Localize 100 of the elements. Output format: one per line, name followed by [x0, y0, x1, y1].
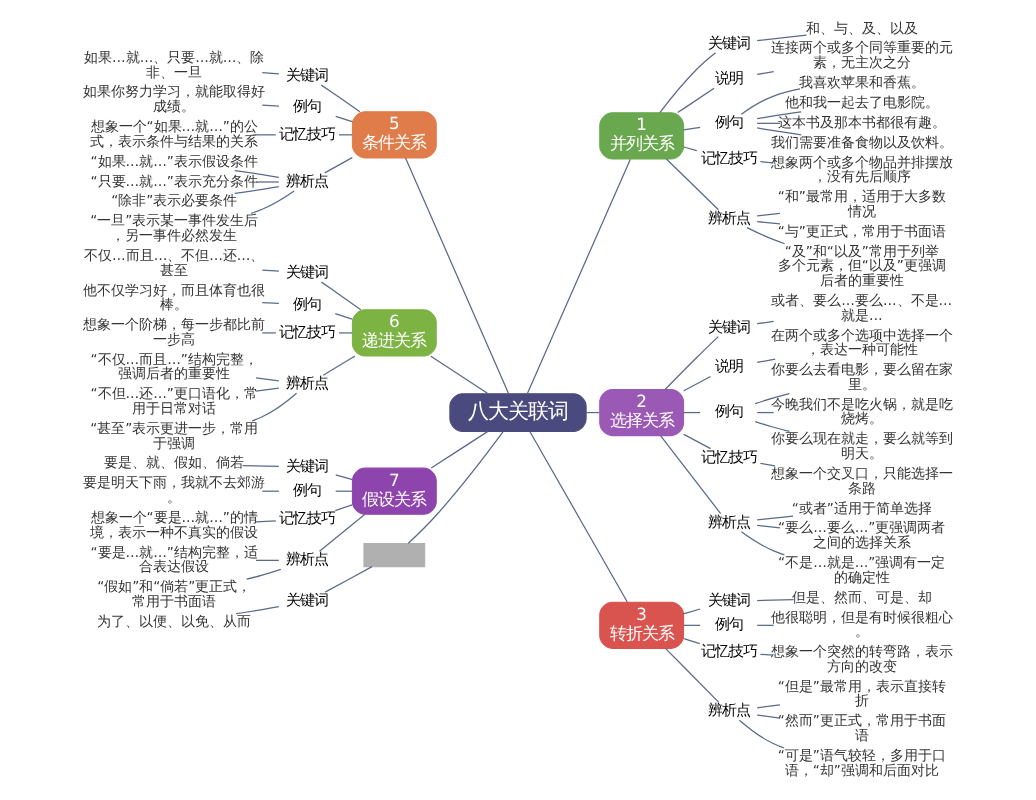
connector	[250, 190, 295, 214]
connector	[242, 464, 280, 468]
node-text: 辨析点	[707, 701, 750, 720]
connector	[754, 420, 790, 433]
connector	[759, 653, 774, 656]
connector	[255, 520, 277, 523]
node-text: 关键词	[707, 33, 750, 52]
node-box: 7 假设关系	[351, 467, 437, 515]
connector	[338, 332, 353, 334]
connector	[261, 332, 277, 334]
node-text: 记忆技巧	[279, 322, 336, 341]
node-box	[363, 543, 426, 568]
connector	[759, 462, 776, 467]
connector	[251, 392, 298, 422]
node-box: 1 并列关系	[599, 112, 685, 160]
connector	[430, 431, 489, 469]
node-box: 八大关联词	[449, 393, 587, 432]
connector	[756, 320, 775, 325]
connector	[334, 312, 353, 320]
connector	[738, 719, 785, 749]
connector	[664, 336, 719, 391]
connector	[529, 430, 628, 603]
node-text: 辨析点	[707, 208, 750, 227]
connector	[320, 281, 362, 311]
connector	[407, 431, 504, 544]
connector	[255, 559, 280, 561]
connector	[756, 704, 781, 709]
connector	[526, 158, 631, 395]
node-text: 说明	[714, 69, 743, 88]
connector	[754, 393, 790, 405]
connector	[255, 387, 280, 392]
node-text: 关键词	[286, 66, 329, 85]
connector	[334, 504, 353, 512]
connector	[756, 34, 808, 42]
node-box: 6 递进关系	[351, 309, 437, 357]
node-text: 关键词	[707, 317, 750, 336]
connector	[756, 714, 781, 719]
connector	[683, 608, 701, 615]
node-text: 记忆技巧	[279, 124, 336, 143]
node-text: 例句	[293, 97, 322, 116]
node-text: 记忆技巧	[700, 447, 757, 466]
connector	[318, 513, 366, 552]
connector	[335, 115, 354, 123]
node-text: 辨析点	[286, 550, 329, 569]
connector	[261, 104, 280, 107]
connector	[740, 531, 785, 556]
connector	[756, 127, 802, 136]
connector	[746, 227, 786, 245]
connector	[246, 568, 282, 580]
connector	[683, 146, 698, 152]
connector	[756, 70, 775, 76]
node-text: 例句	[714, 113, 743, 132]
connector	[756, 358, 776, 364]
connector	[756, 212, 781, 217]
node-text: 记忆技巧	[279, 509, 336, 528]
connector	[255, 181, 280, 183]
node-box: 3 转折关系	[599, 601, 685, 649]
connector	[324, 157, 353, 174]
connector	[320, 84, 361, 113]
connector	[255, 134, 277, 136]
node-text: 说明	[714, 357, 743, 376]
connector	[335, 474, 354, 481]
connector	[261, 301, 280, 304]
connector	[234, 186, 280, 195]
connector	[665, 158, 720, 211]
node-text: 记忆技巧	[700, 642, 757, 661]
connector	[756, 220, 781, 225]
connector	[659, 435, 722, 515]
node-text: 记忆技巧	[700, 148, 757, 167]
node-text: 例句	[714, 402, 743, 421]
connector	[756, 122, 781, 124]
connector	[261, 72, 280, 75]
connector	[659, 52, 717, 114]
node-text: 辨析点	[286, 374, 329, 393]
node-box: 2 选择关系	[599, 389, 685, 437]
node-text: 例句	[293, 481, 322, 500]
connector	[677, 87, 715, 114]
connector	[261, 269, 280, 272]
connector	[235, 606, 280, 615]
connector	[255, 377, 280, 382]
connector	[756, 524, 781, 529]
node-text: 关键词	[286, 591, 329, 610]
connector	[759, 161, 774, 164]
connector	[756, 111, 802, 120]
connector	[683, 375, 712, 392]
node-text: 例句	[714, 615, 743, 634]
connector	[683, 126, 701, 131]
node-text: 关键词	[707, 591, 750, 610]
node-text: 关键词	[286, 456, 329, 475]
connector	[683, 433, 712, 450]
connector	[756, 515, 794, 521]
connector	[324, 566, 373, 593]
connector	[665, 648, 720, 703]
node-text: 关键词	[286, 263, 329, 282]
connector	[756, 599, 795, 602]
node-text: 辨析点	[707, 512, 750, 531]
connector	[430, 355, 489, 395]
connector	[322, 355, 356, 376]
connector	[683, 637, 701, 645]
node-box: 5 条件关系	[351, 111, 437, 159]
